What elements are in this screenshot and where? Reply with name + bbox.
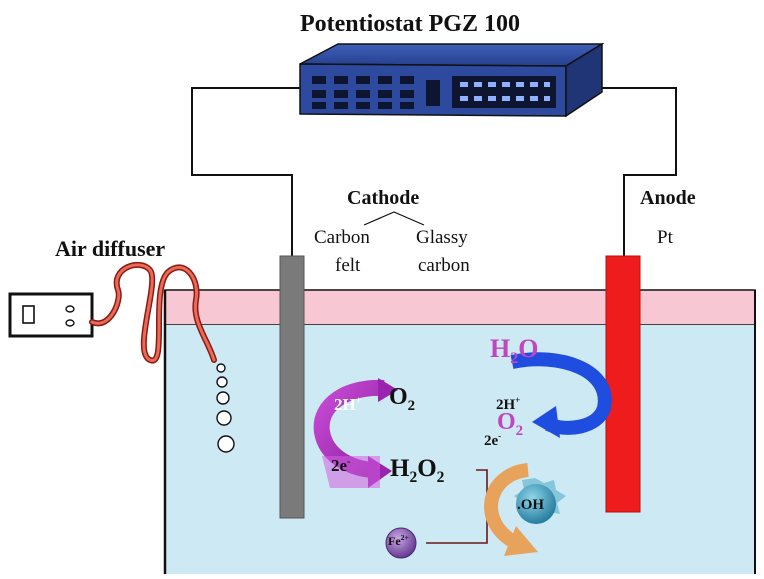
oxidation-arc	[484, 463, 538, 556]
glassy-carbon-label-1: Glassy	[416, 227, 468, 248]
oxygen-cathode-formula: O2	[389, 384, 416, 414]
potentiostat-device	[299, 42, 605, 118]
cathode-wire	[191, 87, 300, 256]
air-bubbles	[216, 363, 235, 453]
wires	[191, 87, 677, 256]
reactor-tank	[163, 289, 756, 574]
electrons-cathode-label: 2e-	[331, 456, 351, 475]
fe-sphere	[385, 527, 417, 559]
cathode-label: Cathode	[347, 187, 420, 209]
water-formula: H2O	[490, 334, 539, 368]
anode-rod	[605, 255, 641, 513]
ferrous-ion-label: Fe2+	[388, 533, 409, 548]
potentiostat-title: Potentiostat PGZ 100	[300, 11, 520, 37]
anode-reaction-arrow	[510, 352, 612, 438]
solution	[165, 325, 755, 574]
anode-material-label: Pt	[657, 227, 673, 248]
anode-wire	[560, 87, 677, 256]
oxygen-anode-formula: O2	[497, 409, 524, 439]
air-pump	[8, 292, 94, 338]
air-tube	[89, 261, 217, 364]
foam-layer	[164, 289, 756, 326]
carbon-felt-label-1: Carbon	[314, 227, 370, 248]
cathode-branch	[363, 211, 425, 226]
carbon-felt-label-2: felt	[335, 255, 361, 276]
hydrogen-peroxide-formula: H2O2	[390, 455, 445, 486]
anode-label: Anode	[640, 187, 696, 209]
hydroxyl-radical-label: .OH	[517, 497, 545, 513]
oh-radical-sphere	[514, 478, 566, 524]
cathode-reaction-arrow	[313, 378, 398, 488]
cathode-rod	[279, 255, 305, 519]
protons-cathode-label: 2H+	[334, 395, 362, 414]
glassy-carbon-label-2: carbon	[418, 255, 470, 276]
air-diffuser-label: Air diffuser	[55, 236, 166, 261]
electrons-anode-label: 2e-	[484, 431, 502, 449]
protons-anode-label: 2H+	[496, 395, 521, 413]
